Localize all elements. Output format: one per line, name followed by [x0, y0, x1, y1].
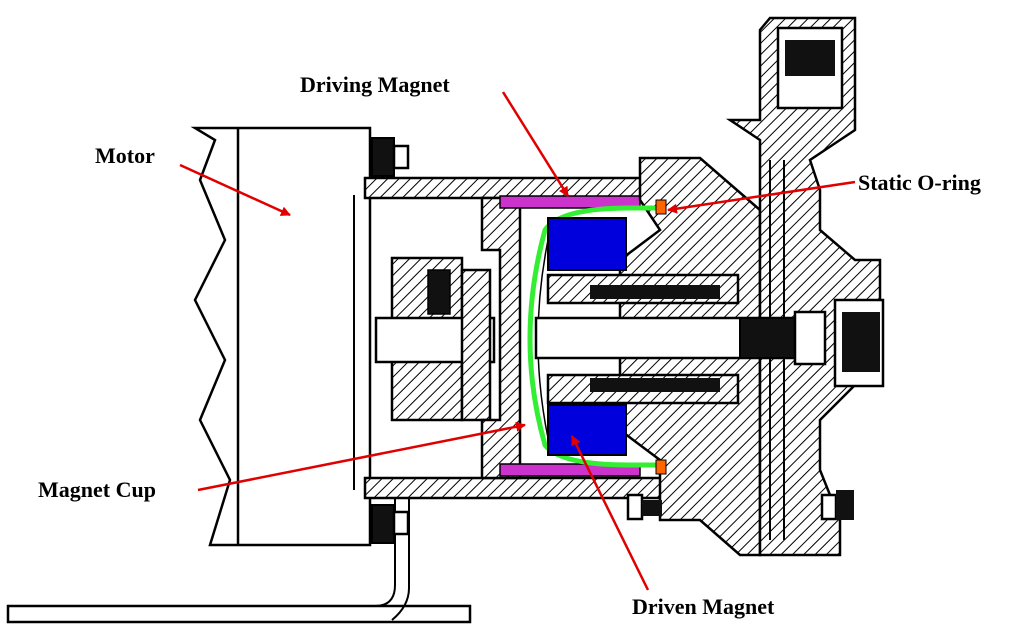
leader-arrows [179, 91, 856, 591]
flange-bolts [371, 137, 410, 544]
base-plate [6, 496, 472, 624]
driven-magnets [547, 217, 627, 456]
driving-magnet-carrier [480, 196, 522, 480]
motor-shaft-hub [374, 256, 496, 422]
static-orings [655, 199, 667, 475]
arrow-static-oring [667, 180, 856, 214]
label-static-oring: Static O-ring [858, 170, 981, 195]
arrow-driving-magnet [501, 91, 570, 197]
label-motor: Motor [95, 143, 155, 168]
arrow-magnet-cup [197, 421, 526, 492]
motor-body [190, 126, 372, 547]
label-magnet-cup: Magnet Cup [38, 477, 156, 502]
arrow-motor [179, 163, 291, 217]
casing-bolts [626, 490, 854, 521]
arrow-driven-magnet [570, 435, 650, 591]
labels: Driving Magnet Motor Static O-ring Magne… [38, 72, 981, 619]
pump-shaft [534, 273, 827, 405]
label-driving-magnet: Driving Magnet [300, 72, 450, 97]
label-driven-magnet: Driven Magnet [632, 594, 775, 619]
